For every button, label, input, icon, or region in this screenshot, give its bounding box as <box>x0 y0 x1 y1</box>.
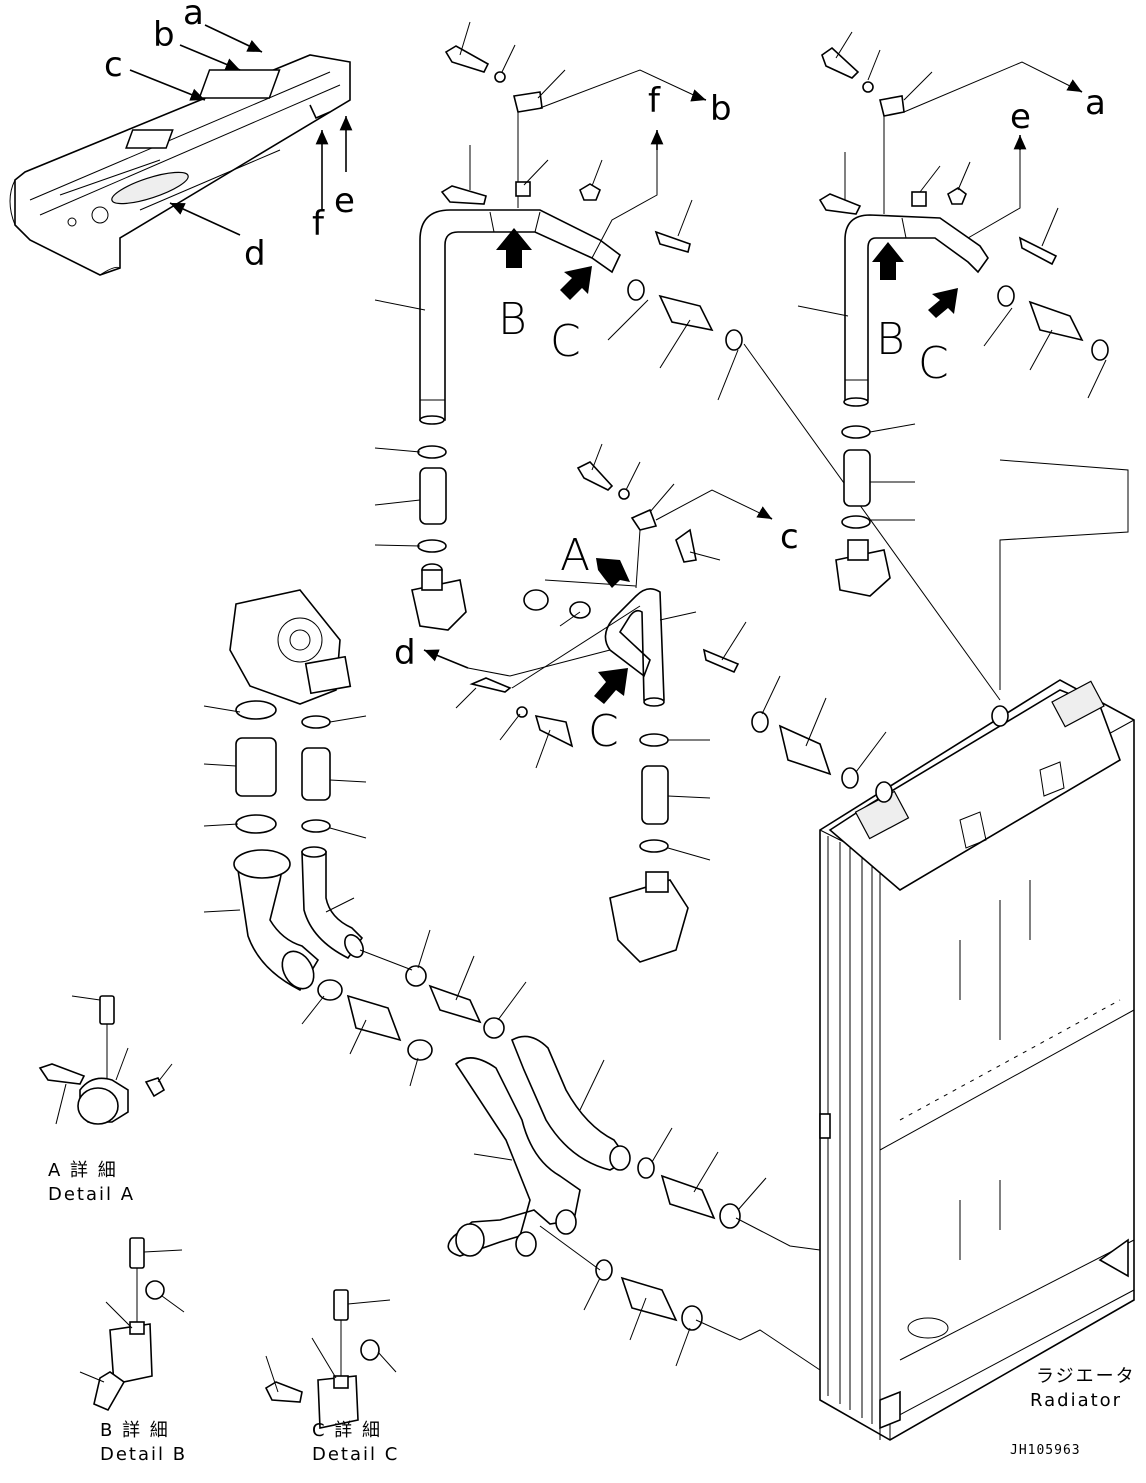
radiator <box>819 679 1135 1441</box>
pipe-assembly-left <box>374 21 1001 701</box>
label-d-frame: d <box>244 234 266 274</box>
label-C-left: C <box>550 316 581 367</box>
detail-c-drawing <box>264 1289 397 1429</box>
label-a-frame: a <box>183 0 204 33</box>
label-C-center: C <box>588 706 619 757</box>
detail-c-en: Detail C <box>312 1444 399 1465</box>
detail-b-drawing <box>79 1237 185 1412</box>
detail-b-en: Detail B <box>100 1444 187 1465</box>
label-f-frame: f <box>312 204 325 244</box>
drawing-reference-number: JH105963 <box>1010 1443 1081 1458</box>
pipe-assembly-right <box>797 31 1129 690</box>
frame-overview <box>9 54 351 276</box>
radiator-label-jp: ラジエータ <box>1036 1366 1136 1387</box>
label-e-right: e <box>1010 97 1031 137</box>
label-c-center: c <box>780 517 799 557</box>
label-c-frame: c <box>104 45 123 85</box>
detail-a-drawing <box>38 995 173 1125</box>
label-C-right: C <box>918 338 949 389</box>
label-B-right: B <box>876 314 905 365</box>
label-d-center: d <box>394 633 416 673</box>
radiator-label-en: Radiator <box>1030 1390 1122 1411</box>
pipe-assembly-center <box>423 443 887 963</box>
label-A-center: A <box>560 530 590 581</box>
label-e-frame: e <box>334 181 355 221</box>
detail-b-jp: B 詳 細 <box>100 1420 170 1441</box>
pipe-assembly-lower <box>203 589 881 1371</box>
detail-a-jp: A 詳 細 <box>48 1160 118 1181</box>
detail-a-en: Detail A <box>48 1184 135 1205</box>
label-f-left: f <box>648 81 661 121</box>
detail-c-jp: C 詳 細 <box>312 1420 382 1441</box>
label-b-frame: b <box>153 15 175 55</box>
label-b-left: b <box>710 89 732 129</box>
label-B-left: B <box>498 294 527 345</box>
frame-arrows <box>129 24 353 236</box>
label-a-right: a <box>1085 83 1106 123</box>
